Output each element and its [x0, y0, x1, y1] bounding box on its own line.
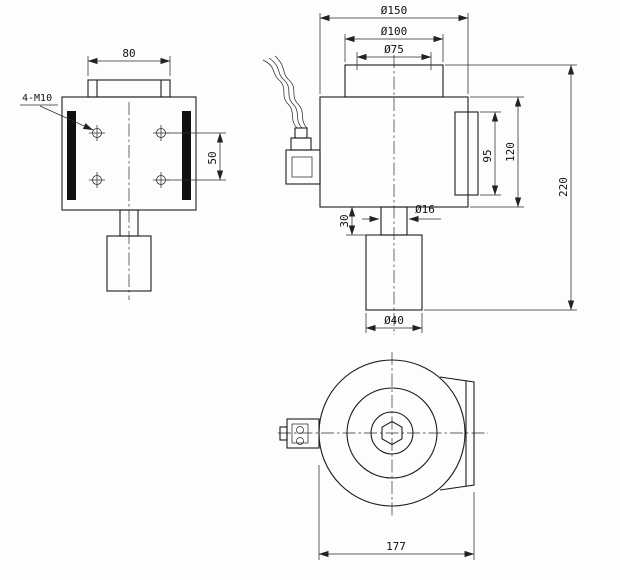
dim-text-95: 95 — [481, 149, 494, 162]
terminal-box-inner — [291, 423, 309, 444]
dimension-dia-150: Ø150 — [319, 4, 469, 94]
top-bracket-plate — [439, 376, 475, 491]
side-view: Ø150 Ø100 Ø75 95 120 — [262, 4, 577, 335]
lead-wire — [268, 57, 303, 129]
dim-text-50: 50 — [206, 151, 219, 164]
coil-section-left — [67, 111, 76, 200]
dimension-width-80: 80 — [87, 47, 171, 76]
front-plunger-block — [106, 235, 152, 292]
dimension-neck-30: 30 — [338, 206, 379, 236]
cable-gland — [290, 137, 312, 151]
dimension-dia-40: Ø40 — [365, 313, 423, 333]
cable-gland-top — [294, 127, 308, 139]
callout-text-4-M10: 4-M10 — [22, 93, 52, 104]
boss-circle — [370, 411, 414, 455]
terminal-screw — [296, 426, 304, 434]
dim-text-dia16: Ø16 — [415, 203, 435, 216]
top-terminal-box — [279, 418, 320, 449]
dimension-hole-spacing-50: 50 — [167, 132, 226, 181]
thread-callout: 4-M10 — [20, 93, 94, 131]
dimension-dia-100: Ø100 — [344, 25, 444, 62]
mounting-holes — [89, 125, 169, 188]
dim-text-120: 120 — [504, 142, 517, 162]
lead-wire — [274, 55, 308, 129]
dim-text-dia40: Ø40 — [384, 314, 404, 327]
dim-text-dia150: Ø150 — [381, 4, 408, 17]
top-view: 177 — [278, 352, 488, 560]
dimension-total-220: 220 — [424, 64, 577, 311]
coil-section-right — [182, 111, 191, 200]
dimension-dia-75: Ø75 — [356, 43, 432, 70]
dim-text-30: 30 — [338, 214, 351, 227]
dimension-dia-16: Ø16 — [362, 203, 441, 223]
leader-line — [39, 105, 94, 131]
hex-socket — [381, 420, 403, 446]
front-top-plate — [87, 79, 171, 98]
cable-gland-top-view — [279, 426, 288, 441]
dimension-overall-177: 177 — [318, 465, 475, 560]
dim-text-80: 80 — [122, 47, 135, 60]
dim-text-177: 177 — [386, 540, 406, 553]
dim-text-220: 220 — [557, 177, 570, 197]
dimension-body-120: 120 — [470, 96, 524, 208]
side-plunger-cylinder — [365, 234, 423, 311]
front-view: 80 50 4-M10 — [20, 47, 226, 300]
dim-text-dia75: Ø75 — [384, 43, 404, 56]
terminal-box — [262, 55, 321, 185]
side-bracket-plate — [454, 111, 479, 196]
terminal-screw — [296, 437, 304, 445]
bracket-outline — [439, 376, 475, 491]
lead-wire — [262, 59, 298, 129]
terminal-box-body — [285, 149, 321, 185]
inner-circle — [346, 387, 438, 479]
dim-text-dia100: Ø100 — [381, 25, 408, 38]
terminal-box-inner — [291, 156, 313, 178]
dimension-bracket-95: 95 — [480, 111, 501, 196]
